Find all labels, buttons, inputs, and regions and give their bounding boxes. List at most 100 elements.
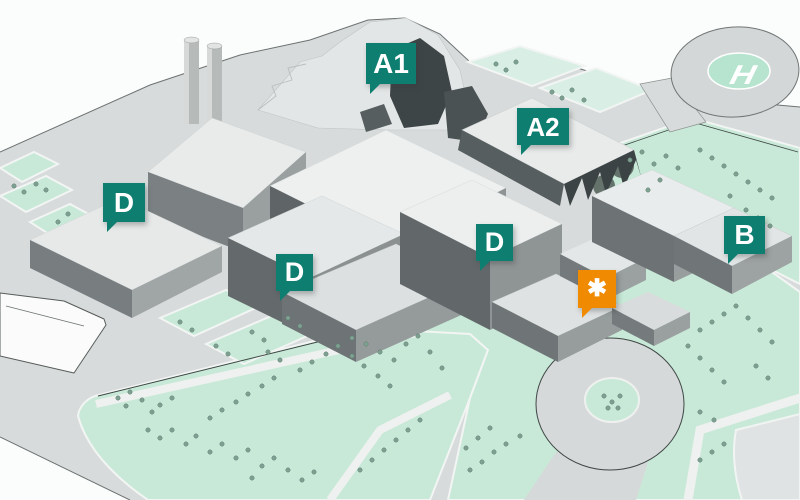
- tree-dot: [427, 349, 433, 355]
- marker-b[interactable]: B: [724, 216, 765, 264]
- tree-dot: [491, 449, 497, 455]
- tree-dot: [249, 329, 255, 335]
- tree-dot: [721, 311, 727, 317]
- tree-dot: [675, 165, 681, 171]
- tree-dot: [745, 179, 751, 185]
- marker-b-label: B: [734, 219, 755, 250]
- tree-dot: [363, 341, 369, 347]
- helipad-circle: [707, 52, 771, 90]
- tree-dot: [157, 402, 163, 408]
- roof-terrace-1: [464, 44, 589, 88]
- tree-dot: [709, 367, 715, 373]
- tree-dot: [285, 467, 291, 473]
- tree-dot: [115, 395, 121, 401]
- tree-dot: [697, 327, 703, 333]
- tree-dot: [627, 157, 633, 163]
- tree-dot: [697, 409, 703, 415]
- tree-dot: [33, 181, 39, 187]
- tree-dot: [189, 327, 195, 333]
- tree-dot: [375, 373, 381, 379]
- tree-dot: [335, 343, 341, 349]
- tree-dot: [711, 417, 717, 423]
- marker-d-east-label: D: [484, 227, 505, 257]
- tree-dot: [377, 349, 383, 355]
- tree-dot: [721, 163, 727, 169]
- tree-dot: [639, 149, 645, 155]
- tree-dot: [271, 375, 277, 381]
- tree-dot: [517, 433, 523, 439]
- tree-dot: [387, 383, 393, 389]
- tree-dot: [297, 367, 303, 373]
- tree-dot: [259, 383, 265, 389]
- marker-d-west[interactable]: D: [103, 183, 145, 232]
- tree-dot: [219, 441, 225, 447]
- marker-a2-label: A2: [526, 111, 560, 142]
- tree-dot: [479, 459, 485, 465]
- tree-dot: [357, 467, 363, 473]
- tree-dot: [727, 193, 733, 199]
- tree-dot: [55, 219, 61, 225]
- tree-dot: [487, 425, 493, 431]
- tree-dot: [697, 457, 703, 463]
- tree-dot: [259, 463, 265, 469]
- tree-dot: [277, 357, 283, 363]
- tree-dot: [403, 341, 409, 347]
- tree-dot: [439, 365, 445, 371]
- plaza: [0, 292, 107, 374]
- tree-dot: [285, 315, 291, 321]
- tree-dot: [721, 441, 727, 447]
- tree-dot: [207, 415, 213, 421]
- tree-dot: [767, 223, 773, 229]
- tree-dot: [663, 153, 669, 159]
- tree-dot: [127, 389, 133, 395]
- lawn-strip-w2: [0, 174, 75, 214]
- tree-dot: [581, 97, 587, 103]
- tree-dot: [139, 397, 145, 403]
- tree-dot: [297, 323, 303, 329]
- tree-dot: [743, 207, 749, 213]
- lawn-strip-w1: [0, 150, 61, 184]
- tree-dot: [617, 393, 623, 399]
- tree-dot: [549, 89, 555, 95]
- tree-dot: [157, 435, 163, 441]
- tree-dot: [245, 391, 251, 397]
- tree-dot: [757, 327, 763, 333]
- tree-dot: [601, 393, 607, 399]
- tree-dot: [11, 183, 17, 189]
- building-d-west: [29, 197, 223, 318]
- helipad: H: [639, 26, 800, 133]
- marker-highlight-label: ✱: [586, 275, 608, 302]
- tree-dot: [657, 177, 663, 183]
- tree-dot: [149, 409, 155, 415]
- marker-d-central-label: D: [284, 257, 305, 287]
- tree-dot: [177, 319, 183, 325]
- marker-a2[interactable]: A2: [517, 108, 569, 155]
- tree-dot: [323, 351, 329, 357]
- marker-d-west-label: D: [113, 186, 135, 218]
- marker-d-east[interactable]: D: [476, 224, 513, 271]
- marker-d-central[interactable]: D: [276, 254, 313, 301]
- tree-dot: [697, 355, 703, 361]
- marker-a1[interactable]: A1: [366, 43, 416, 94]
- tree-dot: [709, 319, 715, 325]
- tree-dot: [65, 211, 71, 217]
- tree-dot: [721, 379, 727, 385]
- tree-dot: [145, 427, 151, 433]
- tree-dot: [769, 339, 775, 345]
- map-edge-line-sw: [0, 436, 131, 500]
- tree-dot: [467, 467, 473, 473]
- tree-dot: [697, 147, 703, 153]
- tree-dot: [193, 433, 199, 439]
- tree-dot: [733, 303, 739, 309]
- tree-dot: [207, 449, 213, 455]
- marker-highlight[interactable]: ✱: [578, 270, 616, 318]
- tree-dot: [261, 337, 267, 343]
- tree-dot: [405, 427, 411, 433]
- marker-a1-label: A1: [373, 47, 409, 79]
- tree-dot: [709, 155, 715, 161]
- tree-dot: [709, 449, 715, 455]
- tree-dot: [381, 447, 387, 453]
- tree-dot: [233, 455, 239, 461]
- tree-dot: [757, 187, 763, 193]
